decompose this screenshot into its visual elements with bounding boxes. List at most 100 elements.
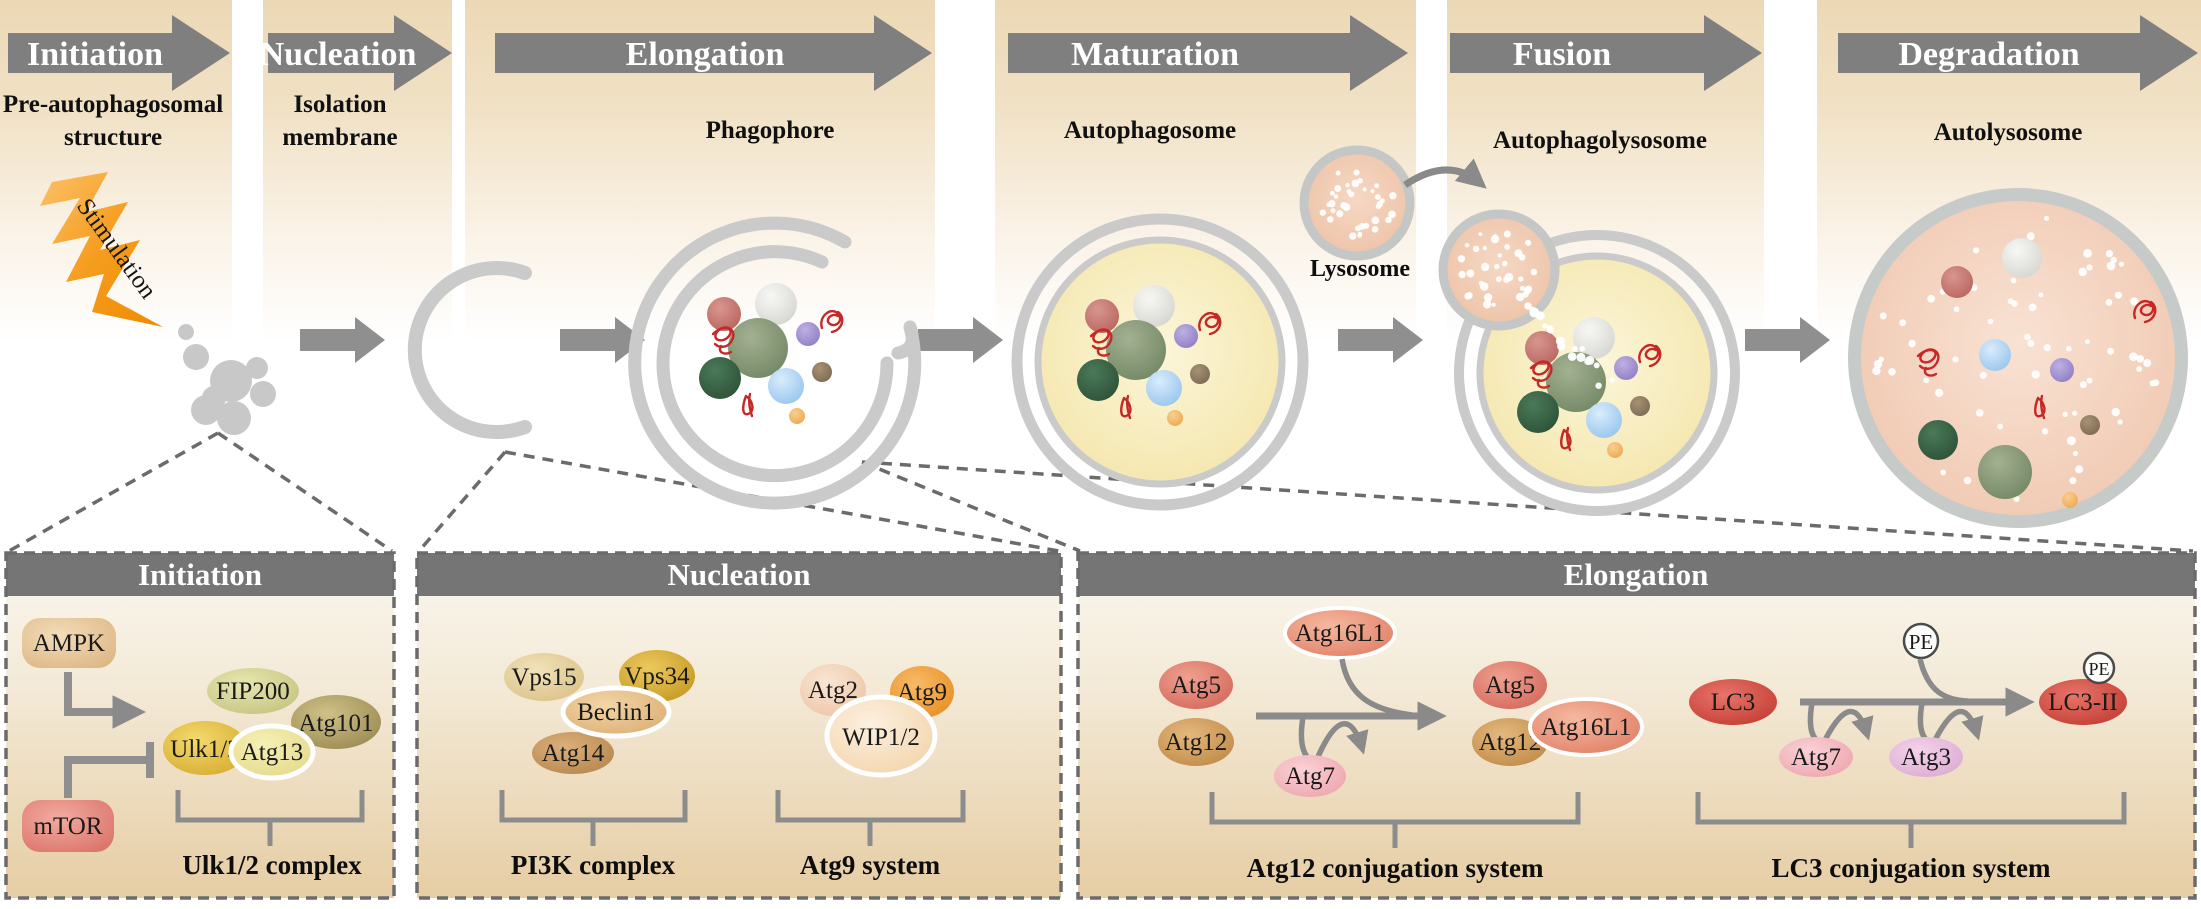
- svg-text:PE: PE: [1909, 630, 1934, 654]
- svg-text:mTOR: mTOR: [34, 813, 103, 840]
- elongation-arrow: [495, 15, 932, 91]
- stage-label-elongation: Elongation: [626, 36, 785, 73]
- molecule-atg13: Atg13: [228, 723, 316, 781]
- lc3-system-label: LC3 conjugation system: [1771, 853, 2051, 883]
- autophagolysosome-illustration: [1438, 209, 1740, 516]
- pre-autophagosomal-dots: [178, 324, 276, 435]
- svg-text:Beclin1: Beclin1: [577, 699, 655, 726]
- svg-text:Atg7: Atg7: [1285, 763, 1335, 790]
- lysosome-illustration: Lysosome: [1299, 145, 1487, 282]
- atg9-system-bracket: [775, 790, 966, 846]
- degradation-arrow: [1838, 15, 2198, 91]
- lc3-system-bracket: [1695, 792, 2127, 848]
- lightning-bolt-icon: [40, 172, 163, 327]
- panel-nucleation-header: [417, 553, 1061, 596]
- ulk-complex-bracket: [175, 790, 365, 846]
- lysosome-label: Lysosome: [1310, 256, 1410, 282]
- panel-nucleation: Nucleation Vps15 Vps34 Atg14 Beclin1 PI3…: [415, 551, 1063, 900]
- autolysosome-illustration: [1848, 188, 2188, 528]
- sublabel-pas-2: structure: [64, 124, 162, 151]
- autophagosome-illustration: [1011, 213, 1309, 511]
- svg-text:LC3: LC3: [1711, 689, 1755, 716]
- stage-label-nucleation: Nucleation: [260, 36, 417, 73]
- molecule-wip12: WIP1/2: [824, 694, 938, 778]
- svg-text:AMPK: AMPK: [33, 630, 105, 657]
- svg-text:LC3-II: LC3-II: [2048, 689, 2117, 716]
- phagophore-cargo: [699, 283, 844, 424]
- panel-elongation: Elongation Atg16L1 Atg5 Atg12 Atg7 Atg5: [1076, 551, 2197, 900]
- ulk-complex-label: Ulk1/2 complex: [182, 850, 362, 880]
- molecule-ampk: AMPK: [22, 618, 116, 668]
- sublabel-phagophore: Phagophore: [706, 117, 835, 144]
- isolation-membrane-illustration: [407, 261, 532, 439]
- atg9-system-label: Atg9 system: [800, 850, 941, 880]
- molecule-atg7-lc3: Atg7: [1779, 737, 1853, 777]
- svg-text:Ulk1/2: Ulk1/2: [170, 736, 239, 763]
- molecule-fip200: FIP200: [207, 668, 299, 714]
- fusion-arrow: [1450, 15, 1762, 91]
- panel-initiation-title: Initiation: [138, 557, 262, 592]
- svg-text:Atg13: Atg13: [241, 739, 304, 766]
- sublabel-autophagolysosome: Autophagolysosome: [1493, 127, 1707, 154]
- pi3k-label: PI3K complex: [511, 850, 676, 880]
- molecule-beclin1: Beclin1: [560, 685, 672, 739]
- molecule-lc3: LC3: [1689, 679, 1777, 725]
- molecule-atg101: Atg101: [291, 695, 381, 749]
- stage-sublabels: Pre-autophagosomal structure Isolation m…: [3, 91, 2082, 154]
- molecule-atg16l1-free: Atg16L1: [1283, 606, 1397, 660]
- molecule-atg12-left: Atg12: [1158, 718, 1234, 766]
- nucleation-arrow: [268, 15, 452, 91]
- molecule-atg3: Atg3: [1889, 737, 1963, 777]
- stage-label-degradation: Degradation: [1898, 36, 2079, 73]
- svg-text:Atg3: Atg3: [1901, 744, 1951, 771]
- svg-text:Atg16L1: Atg16L1: [1295, 620, 1385, 647]
- autolysosome-cargo: [1916, 238, 2157, 508]
- atg7-loop-right: [1314, 721, 1369, 761]
- molecule-atg5-right: Atg5: [1473, 661, 1547, 709]
- molecule-pe-conjugated: PE: [2082, 651, 2116, 685]
- svg-text:PE: PE: [2088, 659, 2109, 679]
- stage-label-maturation: Maturation: [1071, 36, 1239, 73]
- molecule-atg16l1-right: Atg16L1: [1528, 697, 1644, 757]
- sublabel-isolation-1: Isolation: [293, 91, 386, 118]
- svg-text:FIP200: FIP200: [216, 678, 290, 705]
- panel-initiation-header: [6, 553, 394, 596]
- svg-text:Atg14: Atg14: [542, 740, 605, 767]
- svg-text:WIP1/2: WIP1/2: [842, 724, 920, 751]
- stage-label-fusion: Fusion: [1513, 36, 1611, 73]
- molecule-pe-free: PE: [1902, 622, 1940, 660]
- enzyme-spill-dots: [1524, 302, 1615, 389]
- pe-join-curve: [1917, 658, 1969, 704]
- sublabel-isolation-2: membrane: [282, 124, 397, 151]
- atg12-system-label: Atg12 conjugation system: [1247, 853, 1544, 883]
- panel-initiation: Initiation AMPK mTOR FIP200 Ulk1/2 Atg10…: [4, 551, 396, 900]
- panel-elongation-header: [1078, 553, 2195, 596]
- svg-text:Atg5: Atg5: [1485, 672, 1535, 699]
- svg-text:Atg101: Atg101: [299, 710, 374, 737]
- molecule-lc3ii: LC3-II: [2039, 679, 2127, 725]
- atg3-loop-right: [1932, 708, 1984, 742]
- molecule-atg5-left: Atg5: [1159, 661, 1233, 709]
- autophagosome-cargo: [1077, 285, 1222, 426]
- svg-text:Atg5: Atg5: [1171, 672, 1221, 699]
- molecule-ulk12: Ulk1/2: [163, 721, 247, 775]
- maturation-arrow: [1008, 15, 1408, 91]
- svg-text:Vps15: Vps15: [511, 664, 576, 691]
- molecule-atg14: Atg14: [532, 732, 614, 774]
- lysosome-enzyme-dots: [1319, 169, 1397, 240]
- ampk-activation-arrow: [64, 672, 147, 729]
- panel-connectors: [8, 431, 2194, 553]
- sublabel-autolysosome: Autolysosome: [1934, 119, 2083, 146]
- pi3k-bracket: [499, 790, 688, 846]
- svg-text:Atg7: Atg7: [1791, 744, 1841, 771]
- fusing-lysosome-dots: [1457, 230, 1538, 309]
- initiation-arrow: [8, 15, 230, 91]
- atg16l1-join-curve: [1339, 658, 1413, 718]
- svg-text:Atg16L1: Atg16L1: [1541, 714, 1631, 741]
- svg-text:Atg12: Atg12: [1165, 729, 1228, 756]
- panel-nucleation-title: Nucleation: [668, 557, 811, 592]
- phagophore-illustration: [628, 216, 922, 510]
- panel-elongation-title: Elongation: [1564, 557, 1709, 592]
- molecule-mtor: mTOR: [22, 800, 114, 852]
